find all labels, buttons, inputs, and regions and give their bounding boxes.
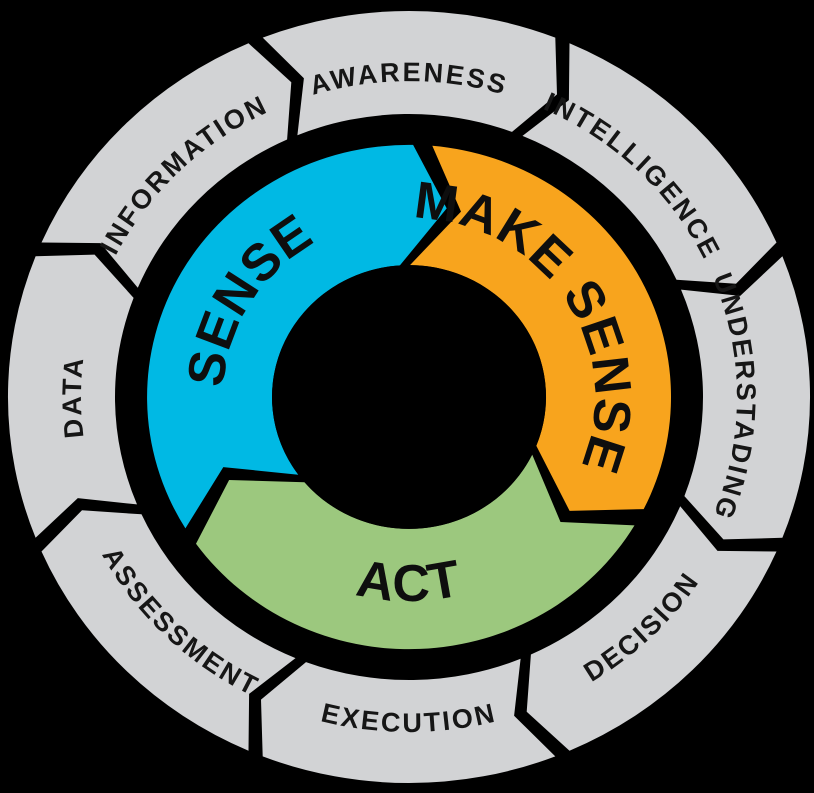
inner-segment-make-sense (410, 145, 672, 511)
outer-label-data: DATA (57, 354, 90, 439)
outer-segment-intelligence (522, 43, 777, 284)
outer-label-text-data: DATA (57, 354, 87, 439)
outer-segment-information (41, 43, 292, 288)
inner-label-text-act: ACT (353, 550, 465, 614)
hub-circle (272, 265, 546, 529)
inner-label-act: ACT (353, 550, 466, 614)
inner-segment-act (196, 454, 635, 650)
outer-segment-execution (261, 658, 556, 784)
outer-segment-decision (526, 506, 777, 751)
outer-segment-data (7, 254, 137, 538)
inner-segment-sense (147, 144, 447, 529)
outer-segment-understading (681, 256, 811, 540)
outer-segment-awareness (262, 10, 557, 136)
outer-segment-assessment (41, 510, 296, 751)
